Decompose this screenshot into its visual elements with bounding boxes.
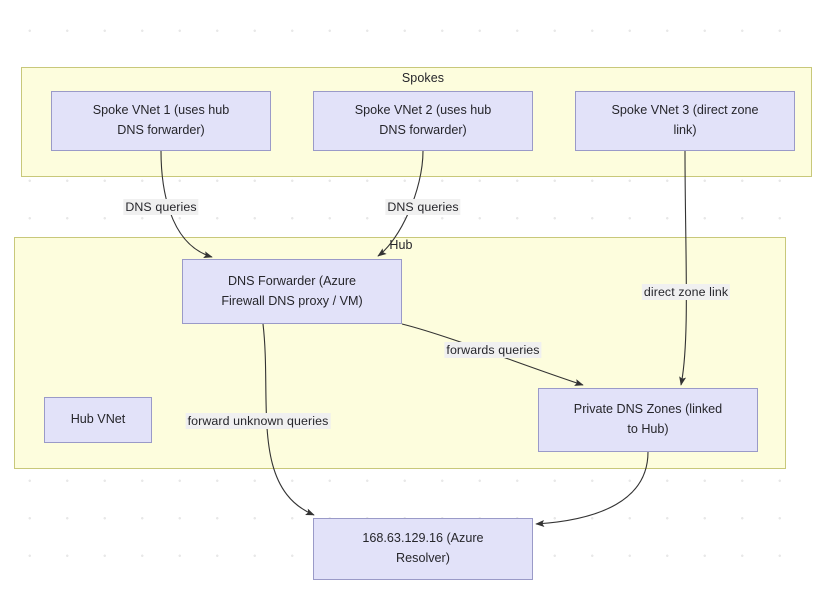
node-text-line: link) — [673, 123, 697, 137]
node-text-line: Spoke VNet 1 (uses hub — [92, 103, 230, 118]
node-zones[interactable]: Private DNS Zones (linked to Hub) — [538, 388, 758, 452]
node-text-line: Private DNS Zones (linked — [573, 402, 723, 417]
node-text-line: Firewall DNS proxy / VM) — [221, 293, 363, 308]
edge-label-spoke3-to-zones: direct zone link — [641, 284, 731, 300]
node-text-line: DNS forwarder) — [379, 123, 467, 137]
edge-label-forwarder-to-zones: forwards queries — [444, 342, 542, 358]
node-label-spoke3: Spoke VNet 3 (direct zone link) — [611, 101, 758, 140]
edge-label-forwarder-to-resolver: forward unknown queries — [185, 413, 331, 429]
node-text-line: Resolver) — [396, 551, 450, 565]
node-text-line: Spoke VNet 2 (uses hub — [354, 103, 492, 118]
node-text-line: DNS forwarder) — [117, 123, 205, 137]
node-text-line: to Hub) — [627, 422, 669, 436]
node-text-line: Hub VNet — [70, 412, 126, 427]
node-text-line: 168.63.129.16 (Azure — [362, 531, 484, 546]
node-text-line: DNS Forwarder (Azure — [227, 273, 357, 288]
edge-label-spoke2-to-forwarder: DNS queries — [385, 199, 461, 215]
group-label-hub: Hub — [389, 238, 413, 252]
node-label-hubvnet: Hub VNet — [71, 410, 126, 430]
node-text-line: Spoke VNet 3 (direct zone — [611, 103, 759, 118]
group-label-spokes: Spokes — [401, 71, 445, 85]
node-hubvnet[interactable]: Hub VNet — [44, 397, 152, 443]
edge-label-spoke1-to-forwarder: DNS queries — [123, 199, 199, 215]
node-label-zones: Private DNS Zones (linked to Hub) — [574, 400, 722, 439]
node-spoke3[interactable]: Spoke VNet 3 (direct zone link) — [575, 91, 795, 151]
